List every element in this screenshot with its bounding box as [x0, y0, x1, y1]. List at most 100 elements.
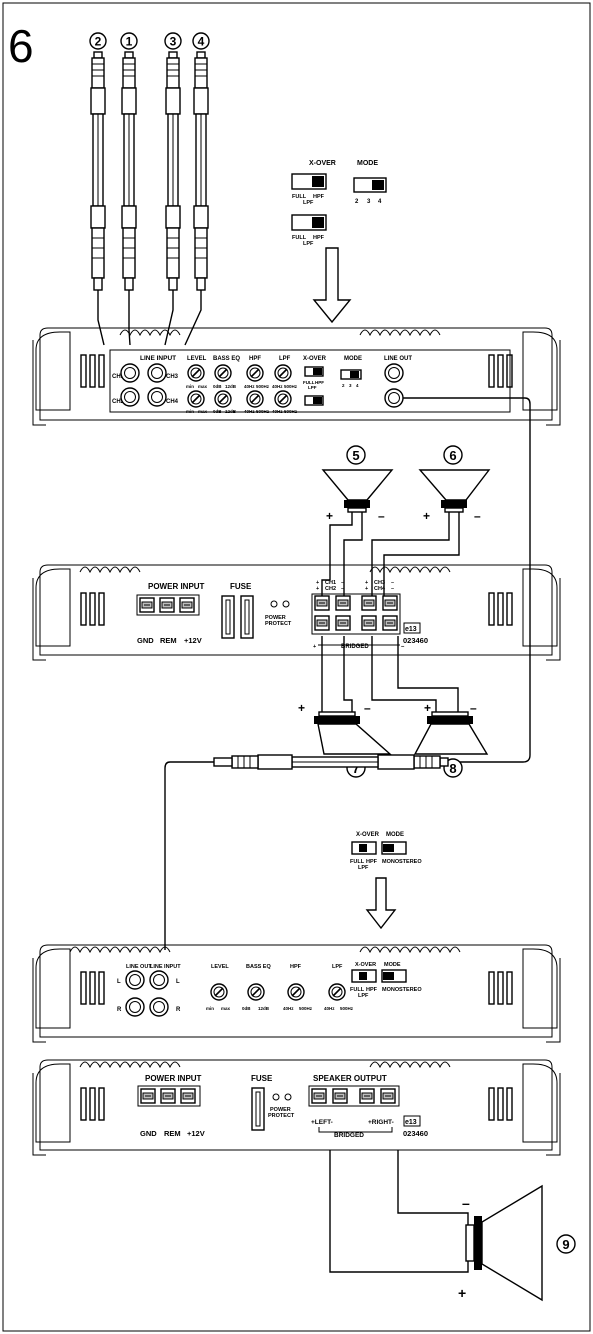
svg-text:FULL: FULL: [292, 235, 307, 241]
jack-ch1[interactable]: [120, 363, 140, 383]
fuse-2: [240, 595, 254, 639]
svg-text:HPF: HPF: [366, 987, 378, 993]
callout-2: 2: [89, 32, 107, 50]
knob-bass-2[interactable]: [214, 390, 232, 408]
knob-hpf-1[interactable]: [246, 364, 264, 382]
svg-text:BRIDGED: BRIDGED: [341, 644, 369, 650]
svg-text:min: min: [186, 409, 194, 414]
wire-spk9-plus: [329, 1150, 469, 1273]
svg-text:LINE OUT: LINE OUT: [126, 964, 152, 970]
svg-text:500Hz: 500Hz: [340, 1006, 354, 1011]
svg-text:X-OVER: X-OVER: [309, 160, 336, 167]
svg-text:500Hz: 500Hz: [284, 409, 298, 414]
svg-text:BRIDGED: BRIDGED: [334, 1132, 364, 1139]
knob-level-2[interactable]: [187, 390, 205, 408]
wire-spk5-plus: [321, 512, 353, 596]
svg-text:500Hz: 500Hz: [256, 384, 270, 389]
wire-to-amp2-input: [164, 761, 214, 950]
knob-hpf-2[interactable]: [246, 390, 264, 408]
amp2-jack-in-l[interactable]: [149, 970, 169, 990]
rca-cable-2: [90, 51, 106, 291]
speaker-5: [321, 469, 394, 513]
svg-text:MODE: MODE: [384, 962, 401, 968]
amp1-rear-panel: POWER INPUT GND REM +12V FUSE POWER PROT…: [32, 564, 561, 661]
svg-text:FULL: FULL: [350, 859, 365, 865]
knob-bass-1[interactable]: [214, 364, 232, 382]
wire-spk8-plus: [371, 636, 437, 712]
svg-text:e13: e13: [405, 1119, 417, 1126]
speaker-6-plus: +: [423, 509, 430, 523]
knob-lpf-2[interactable]: [274, 390, 292, 408]
wire-spk9-minus: [397, 1150, 469, 1225]
jack-line-out-1[interactable]: [384, 363, 404, 383]
svg-text:MONO: MONO: [382, 859, 400, 865]
svg-text:–: –: [341, 580, 344, 586]
callout-6: 6: [443, 445, 463, 465]
svg-text:SPEAKER OUTPUT: SPEAKER OUTPUT: [313, 1074, 387, 1083]
amp2-rear-panel: POWER INPUT GND REM +12V FUSE POWER PROT…: [32, 1059, 561, 1156]
speaker-7: [314, 711, 392, 755]
svg-text:023460: 023460: [403, 1129, 428, 1138]
svg-text:+: +: [313, 644, 316, 650]
amp2-knob-hpf[interactable]: [287, 983, 305, 1001]
svg-text:500Hz: 500Hz: [284, 384, 298, 389]
amp2-knob-lpf[interactable]: [328, 983, 346, 1001]
svg-text:LPF: LPF: [279, 356, 291, 362]
wire-ch2: [97, 290, 105, 346]
svg-text:4: 4: [378, 199, 382, 205]
svg-text:4: 4: [356, 383, 359, 388]
wire-ch4: [184, 290, 202, 346]
svg-text:40Hz: 40Hz: [244, 384, 255, 389]
svg-text:FULL: FULL: [350, 987, 365, 993]
knob-level-1[interactable]: [187, 364, 205, 382]
svg-text:POWER INPUT: POWER INPUT: [145, 1074, 202, 1083]
jack-line-out-2[interactable]: [384, 388, 404, 408]
amp2-front-panel: LINE OUT LINE INPUT L R L R LEVEL BASS E…: [32, 944, 561, 1043]
svg-text:LPF: LPF: [308, 385, 317, 390]
speaker-5-minus: –: [378, 509, 385, 523]
svg-text:+12V: +12V: [184, 636, 202, 645]
wire-spk6-minus: [383, 512, 460, 596]
speaker-7-minus: –: [364, 701, 371, 715]
svg-text:L: L: [117, 979, 121, 985]
svg-text:9: 9: [562, 1237, 569, 1252]
wire-ch1: [128, 290, 131, 346]
amp2-jack-out-l[interactable]: [125, 970, 145, 990]
jack-ch3[interactable]: [147, 363, 167, 383]
jack-ch2[interactable]: [120, 387, 140, 407]
svg-text:6: 6: [449, 448, 456, 463]
speaker-8-minus: –: [470, 701, 477, 715]
knob-lpf-1[interactable]: [274, 364, 292, 382]
svg-text:–: –: [341, 586, 344, 592]
svg-text:CH2: CH2: [112, 399, 125, 405]
jack-ch4[interactable]: [147, 387, 167, 407]
speaker-8: [413, 711, 489, 755]
svg-text:CH3: CH3: [374, 580, 385, 586]
svg-text:MODE: MODE: [386, 832, 404, 838]
svg-text:MODE: MODE: [344, 356, 362, 362]
amp2-knob-bass[interactable]: [247, 983, 265, 1001]
svg-text:3: 3: [367, 199, 371, 205]
svg-text:CH2: CH2: [325, 586, 336, 592]
svg-text:BASS EQ: BASS EQ: [246, 964, 271, 970]
svg-text:0dB: 0dB: [242, 1006, 251, 1011]
amp2-jack-in-r[interactable]: [149, 997, 169, 1017]
amp2-knob-level[interactable]: [210, 983, 228, 1001]
rca-cable-4: [193, 51, 209, 291]
wire-spk5-minus: [343, 512, 363, 596]
svg-text:2: 2: [355, 199, 359, 205]
svg-text:LPF: LPF: [358, 993, 369, 999]
svg-text:12dB: 12dB: [225, 409, 237, 414]
svg-text:BASS EQ: BASS EQ: [213, 356, 240, 362]
svg-text:FULL: FULL: [303, 380, 315, 385]
svg-text:max: max: [221, 1006, 231, 1011]
rca-cable-1: [121, 51, 137, 291]
svg-text:X-OVER: X-OVER: [303, 356, 327, 362]
amp2-jack-out-r[interactable]: [125, 997, 145, 1017]
svg-text:+LEFT-: +LEFT-: [311, 1119, 333, 1126]
svg-text:–: –: [401, 644, 405, 650]
svg-text:2: 2: [95, 35, 102, 49]
svg-text:POWER: POWER: [270, 1107, 291, 1113]
switch-panel-top: X-OVER MODE FULL HPF LPF 2 3 4 FULL HPF …: [291, 160, 387, 247]
